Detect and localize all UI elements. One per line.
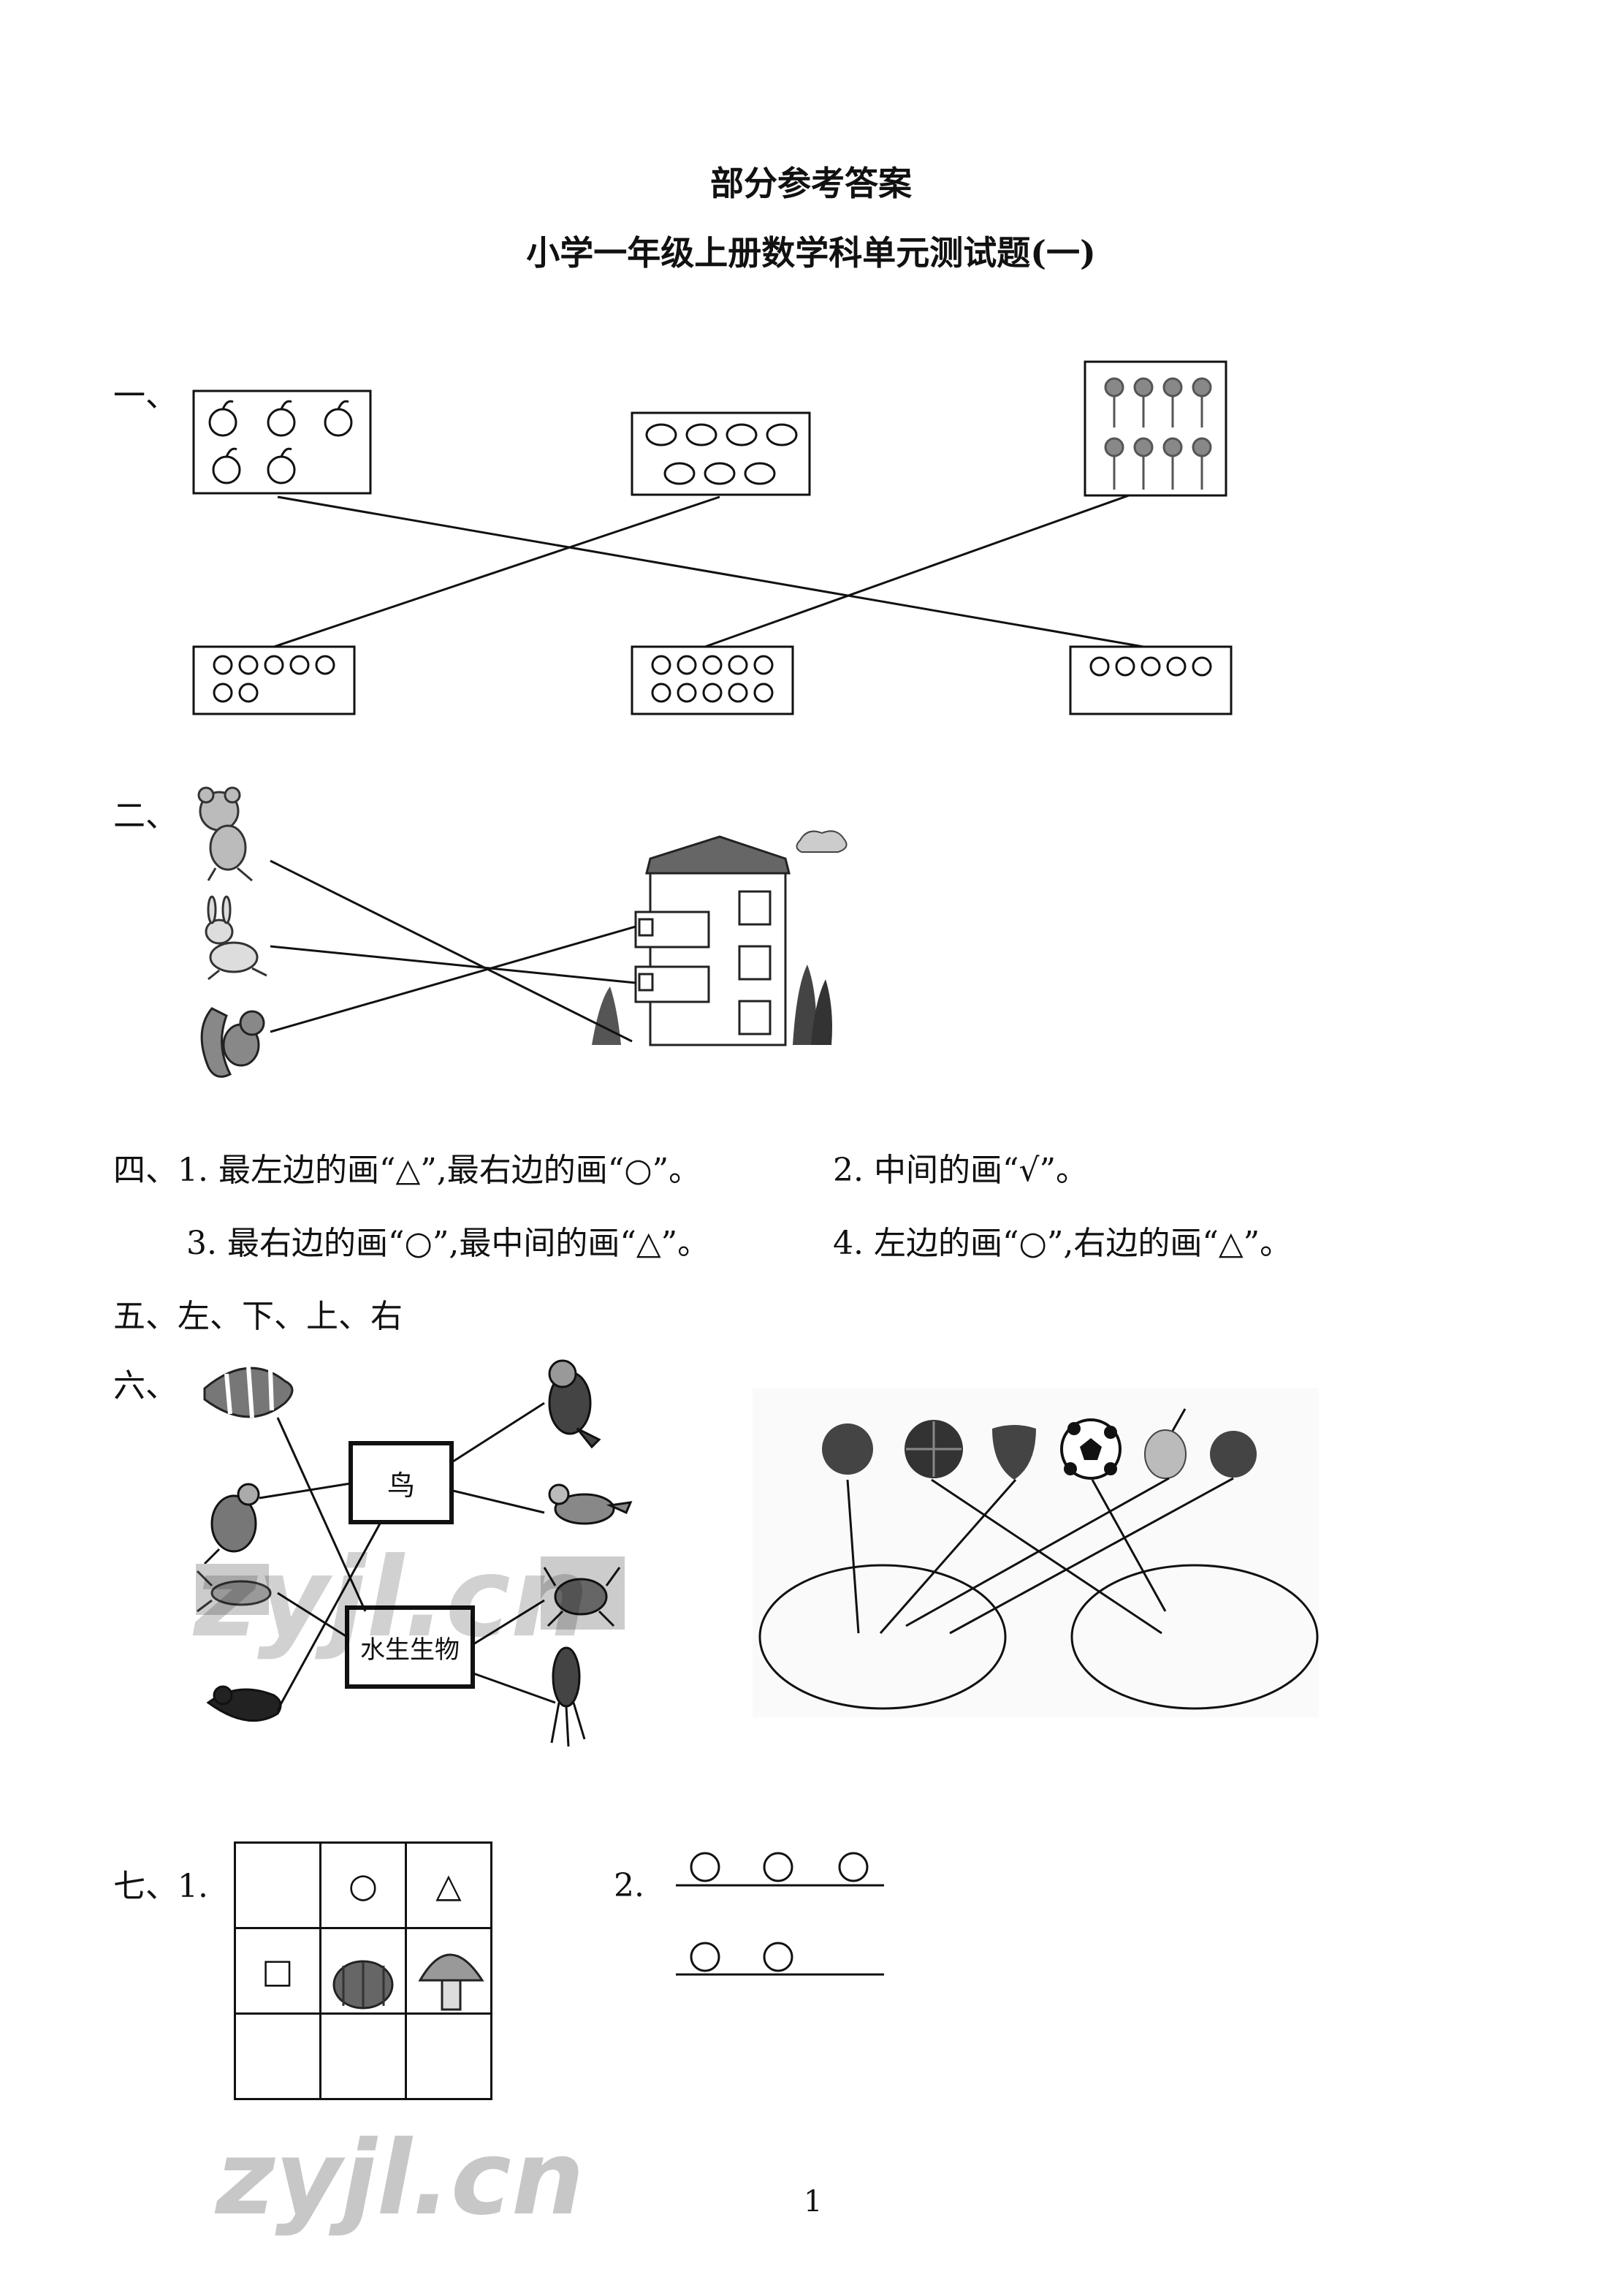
page-number: 1 [804, 2185, 823, 2219]
building-icon [592, 830, 848, 1046]
q4-line2-part2: 4. 左边的画“○”,右边的画“△”。 [833, 1225, 1292, 1262]
watermark-bottom: zyjl.cn [216, 2119, 585, 2238]
apple-icon [822, 1423, 873, 1475]
grid-cell-6 [405, 1927, 492, 2015]
parrot-icon [548, 1359, 601, 1449]
pomegranate-icon [1210, 1431, 1257, 1478]
grid-cell-2: ○ [319, 1841, 407, 1929]
q4-line1-part2: 2. 中间的画“√”。 [833, 1152, 1088, 1189]
page-subtitle: 小学一年级上册数学科单元测试题(一) [526, 233, 1096, 273]
q4-line1-part1: 四、1. 最左边的画“△”,最右边的画“○”。 [113, 1152, 701, 1189]
squirrel-icon [200, 1007, 265, 1078]
section-1-label: 一、 [113, 377, 178, 414]
section-1-lines [273, 494, 1144, 648]
bear-icon [197, 786, 253, 882]
aquatic-category-label: 水生生物 [360, 1635, 460, 1665]
sparrow-icon [548, 1483, 633, 1525]
basketball-icon [905, 1420, 963, 1478]
fish-icon [203, 1366, 294, 1418]
watermark-middle: zyjl.cn [194, 1535, 589, 1662]
section-6-right-lines [846, 1477, 1234, 1635]
section-7-part2-label: 2. [614, 1867, 644, 1904]
q4-line2-part1: 3. 最右边的画“○”,最中间的画“△”。 [186, 1225, 710, 1262]
grid-cell-4: □ [234, 1927, 321, 2015]
circles-row-3 [690, 1852, 869, 1882]
left-oval [758, 1564, 1007, 1710]
grid-cell-5 [319, 1927, 407, 2015]
grid-cell-3: △ [405, 1841, 492, 1929]
flowers-box [631, 411, 811, 496]
grid-cell-9 [405, 2012, 492, 2100]
bird-icon-1 [203, 1483, 260, 1565]
circles-row-2 [690, 1942, 793, 1972]
squid-icon [550, 1646, 586, 1747]
crow-icon [206, 1685, 282, 1722]
crayfish-icon [196, 1564, 272, 1615]
grid-cell-7 [234, 2012, 321, 2100]
grid-cell-1 [234, 1841, 321, 1929]
bird-category-box [349, 1441, 454, 1524]
soccer-ball-icon [1060, 1418, 1122, 1480]
strawberry-icon [992, 1425, 1036, 1480]
pear-icon [1144, 1408, 1187, 1479]
rabbit-icon [205, 895, 267, 981]
circles-box-7 [192, 645, 356, 715]
page-title: 部分参考答案 [710, 164, 912, 203]
crab-icon [541, 1556, 625, 1630]
grid-cell-8 [319, 2012, 407, 2100]
pumpkin-icon [332, 1960, 394, 2010]
section-2-lines [270, 859, 636, 1043]
aquatic-category-box [345, 1605, 475, 1689]
circles-box-5 [1069, 645, 1233, 715]
section-6-left-lines [259, 1402, 556, 1711]
right-oval [1070, 1564, 1319, 1710]
section-7-label: 七、1. [113, 1868, 208, 1905]
trees-box [1084, 360, 1227, 497]
q5-answer: 五、左、下、上、右 [113, 1298, 403, 1335]
position-grid: ○ △ □ [234, 1841, 497, 2105]
section-2-label: 二、 [113, 797, 178, 835]
bird-category-label: 鸟 [387, 1469, 415, 1502]
section-6-label: 六、 [113, 1367, 178, 1404]
apples-box [192, 389, 372, 495]
circles-box-10 [631, 645, 794, 715]
mushroom-icon [418, 1953, 484, 2011]
